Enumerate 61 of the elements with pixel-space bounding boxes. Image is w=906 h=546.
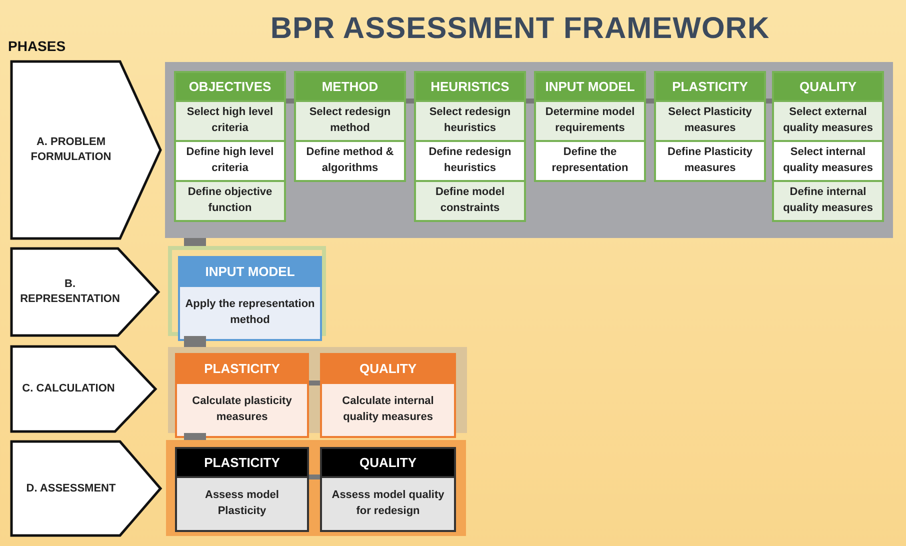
connector-bar [309,474,320,480]
connector-bar [286,98,294,104]
column-header: METHOD [296,73,404,100]
task-column [174,71,286,222]
task-column [414,71,526,222]
task-column [178,256,322,341]
task-column [320,353,456,438]
connector-bar [309,380,320,386]
connector-bar [184,433,206,440]
task-step: Select redesign heuristics [416,102,524,140]
column-header: INPUT MODEL [536,73,644,100]
task-step: Determine model requirements [536,102,644,140]
phase-panel [165,62,893,238]
phase-panel [166,440,466,536]
task-column [320,447,456,532]
task-step: Calculate plasticity measures [177,384,307,436]
task-column [654,71,766,182]
phase-label: B. REPRESENTATION [19,277,121,307]
task-column [294,71,406,182]
task-column [175,447,309,532]
task-step: Define internal quality measures [774,182,882,220]
column-header: QUALITY [774,73,882,100]
task-step: Define objective function [176,182,284,220]
task-step: Select external quality measures [774,102,882,140]
task-step: Select redesign method [296,102,404,140]
phases-heading: PHASES [8,38,66,54]
phase-box [10,345,157,433]
column-header: QUALITY [322,449,454,476]
connector-bar [766,98,772,104]
task-step: Apply the representation method [180,287,320,339]
task-step: Define Plasticity measures [656,142,764,180]
task-column [175,353,309,438]
column-header: OBJECTIVES [176,73,284,100]
phase-label: C. CALCULATION [21,382,116,396]
task-step: Define the representation [536,142,644,180]
column-header: PLASTICITY [177,449,307,476]
connector-bar [184,238,206,246]
diagram-title: BPR ASSESSMENT FRAMEWORK [269,12,771,46]
task-column [772,71,884,222]
connector-bar [646,98,654,104]
task-step: Select high level criteria [176,102,284,140]
task-step: Calculate internal quality measures [322,384,454,436]
task-step: Select internal quality measures [774,142,882,180]
connector-bar [526,98,534,104]
column-header: HEURISTICS [416,73,524,100]
connector-bar [184,336,206,347]
phase-label: A. PROBLEM FORMULATION [30,135,112,165]
task-step: Define method & algorithms [296,142,404,180]
task-step: Define redesign heuristics [416,142,524,180]
phase-box [10,440,162,537]
phase-box [10,247,160,337]
column-header: PLASTICITY [656,73,764,100]
task-step: Assess model quality for redesign [322,478,454,530]
task-step: Define model constraints [416,182,524,220]
task-step: Assess model Plasticity [177,478,307,530]
task-column [534,71,646,182]
phase-label: D. ASSESSMENT [25,481,117,496]
task-step: Select Plasticity measures [656,102,764,140]
connector-bar [406,98,414,104]
phase-box [10,60,162,240]
task-step: Define high level criteria [176,142,284,180]
